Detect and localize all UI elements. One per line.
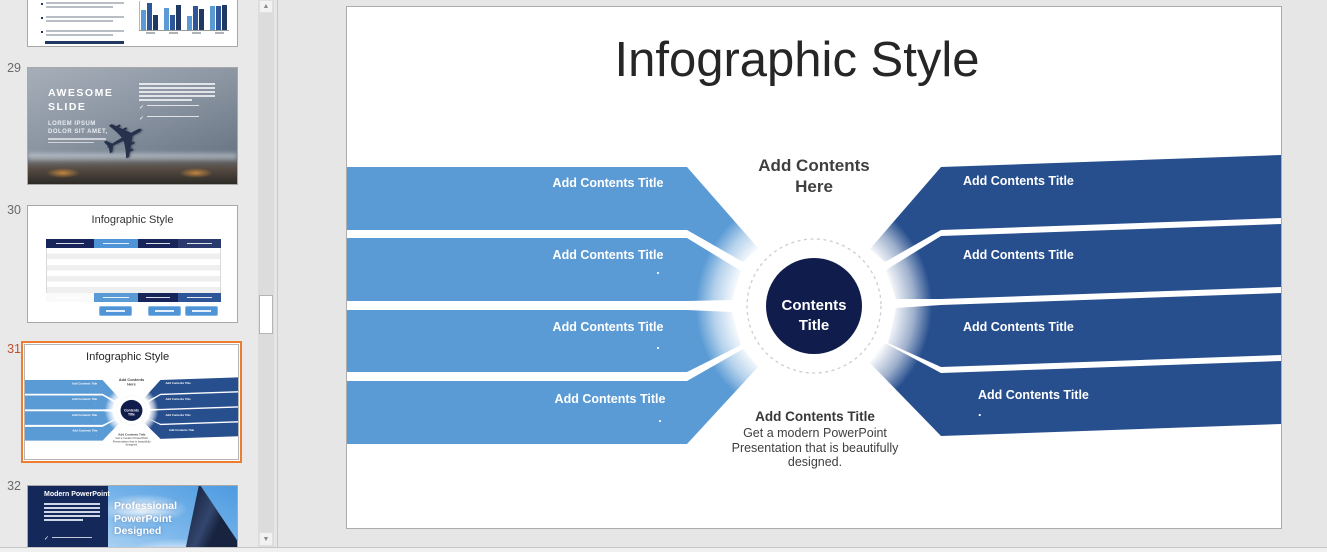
slide-title[interactable]: Infographic Style [615,33,980,87]
circle-label[interactable]: Title [799,317,830,334]
thumb-chart-bars [141,2,229,30]
slide-number-32: 32 [7,479,21,493]
cloud-image [98,494,188,524]
left-bar-label[interactable]: Add Contents Title [553,248,664,262]
contents-circle[interactable] [766,258,862,354]
slide-number-29: 29 [7,61,21,75]
center-top-label[interactable]: Add Contents [758,156,869,175]
scroll-up-button[interactable]: ▲ [259,0,273,13]
thumb-button [99,306,132,316]
right-bar-shape[interactable] [888,293,1281,367]
thumb-table-rows [46,248,221,293]
left-bar-dot: . [656,338,659,352]
thumb32-panel-title: Modern PowerPoint [44,491,110,498]
thumb-divider-rule [45,41,124,44]
center-top-label[interactable]: Here [795,177,833,196]
slide-canvas[interactable]: Infographic Style Add Contents Here Cont… [346,6,1282,529]
right-bar-label[interactable]: Add Contents Title [978,388,1089,402]
left-bar-dot: . [656,263,659,277]
right-bar-label[interactable]: Add Contents Title [963,174,1074,188]
left-bar-shape[interactable] [347,310,741,372]
right-bar-label[interactable]: Add Contents Title [963,320,1074,334]
horizon-haze [28,153,237,160]
infographic-group: Infographic Style Add Contents Here Cont… [347,33,1281,469]
bottom-caption-title[interactable]: Add Contents Title [755,409,875,424]
left-bar-shape[interactable] [347,349,758,444]
left-bar-label[interactable]: Add Contents Title [553,320,664,334]
left-bar-shape[interactable] [347,167,758,262]
panel-divider [277,0,278,547]
left-bar-label[interactable]: Add Contents Title [555,392,666,406]
check-icon: ✓ [139,115,145,122]
thumb-text-lines [48,138,106,145]
cloud-image [123,538,233,547]
slide-graphic-svg: Infographic Style Add Contents Here Cont… [347,33,1281,469]
runway-light [179,168,213,178]
thumb-bar-chart [132,1,229,34]
slide-thumbnail-30[interactable]: Infographic Style [27,205,238,323]
right-bar-dot: . [978,405,981,419]
slide-thumbnail-partial[interactable] [27,0,238,47]
scroll-down-button[interactable]: ▼ [259,532,273,546]
scrollbar-thumb[interactable] [259,295,273,334]
left-bar-label[interactable]: Add Contents Title [553,176,664,190]
thumb-text-lines [44,503,100,523]
check-icon: ✓ [139,104,145,111]
thumb31-svg [25,351,238,447]
panel-scrollbar[interactable]: ▲ ▼ [258,0,274,547]
check-item: ✓ [139,105,215,112]
thumb-text-lines: ✓ ✓ [139,83,215,123]
circle-label[interactable]: Contents [782,297,847,314]
bottom-caption-line[interactable]: Get a modern PowerPoint [743,426,887,440]
slide-thumbnail-31-selected[interactable] [21,341,242,463]
thumb-text-lines [41,30,124,38]
thumb-text-lines [41,16,124,24]
thumb-table [46,239,221,302]
runway-light [46,168,80,178]
right-bar-shape[interactable] [870,343,1281,436]
thumb30-title: Infographic Style [91,214,174,226]
slide-number-31: 31 [7,342,21,356]
right-bar-shape[interactable] [886,224,1281,299]
right-bar-label[interactable]: Add Contents Title [963,248,1074,262]
thumb31-slide-preview [24,344,239,460]
check-item: ✓ [139,116,215,123]
thumb-button [148,306,181,316]
left-bar-dot: . [658,411,661,425]
editor-area: Infographic Style Add Contents Here Cont… [278,0,1327,547]
thumb-text-lines [41,2,124,10]
bottom-caption-line[interactable]: designed. [788,455,842,469]
right-bar-shape[interactable] [870,155,1281,262]
dashed-ring [746,238,882,374]
thumb-button [185,306,218,316]
check-item: ✓ [44,536,93,543]
check-icon: ✓ [44,536,50,542]
bottom-caption-line[interactable]: Presentation that is beautifully [732,441,900,455]
left-bar-shape[interactable] [347,238,741,301]
slide-number-30: 30 [7,203,21,217]
status-bar-edge [0,547,1327,552]
